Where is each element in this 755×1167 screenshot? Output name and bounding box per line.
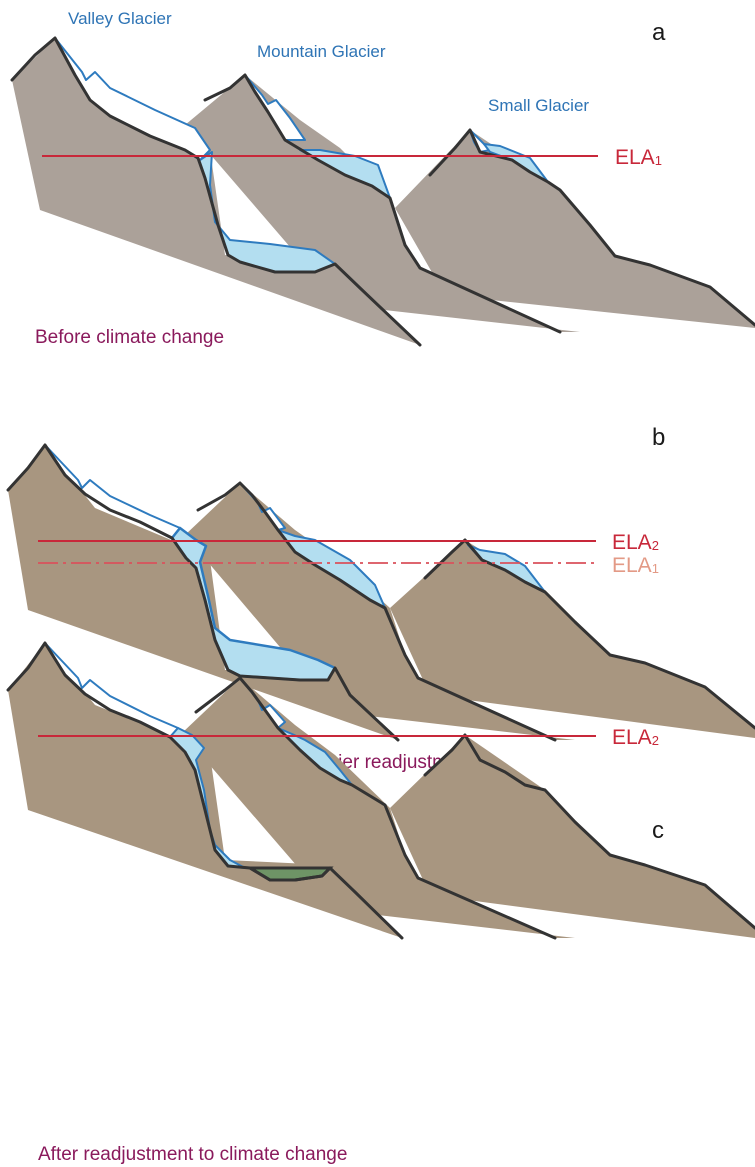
mountain-right <box>390 540 755 738</box>
mountain-right <box>395 130 755 328</box>
ridge-middle <box>196 481 557 742</box>
panel-b: b ELA2 ELA1 After climate change but bef… <box>6 424 755 773</box>
glacier-name-mountain: Mountain Glacier <box>257 42 386 61</box>
ela-label-new: ELA2 <box>612 531 659 554</box>
mountain-right <box>390 735 755 938</box>
panel-caption: Before climate change <box>35 327 224 348</box>
panel-caption: After readjustment to climate change <box>38 1144 347 1165</box>
panel-a: Valley Glacier Mountain Glacier Small Gl… <box>10 9 755 348</box>
ridge-right <box>428 128 755 327</box>
panel-letter: b <box>652 424 665 451</box>
glacier-name-small: Small Glacier <box>488 96 589 115</box>
mountain-middle <box>182 678 575 938</box>
ela-label: ELA2 <box>612 726 659 749</box>
mountain-middle <box>185 483 575 740</box>
panel-c: c ELA2 After readjustment to climate cha… <box>6 641 755 1165</box>
ridge-left <box>6 443 400 742</box>
panel-letter: c <box>652 817 664 844</box>
ridge-right <box>423 733 755 930</box>
ridge-left <box>10 36 422 347</box>
ela-label-old: ELA1 <box>612 554 659 577</box>
panel-letter: a <box>652 19 666 46</box>
ridge-left <box>6 641 404 940</box>
ela-label: ELA1 <box>615 146 662 169</box>
ridge-middle <box>194 676 557 940</box>
ridge-middle <box>203 73 562 334</box>
glacier-name-valley: Valley Glacier <box>68 9 172 28</box>
